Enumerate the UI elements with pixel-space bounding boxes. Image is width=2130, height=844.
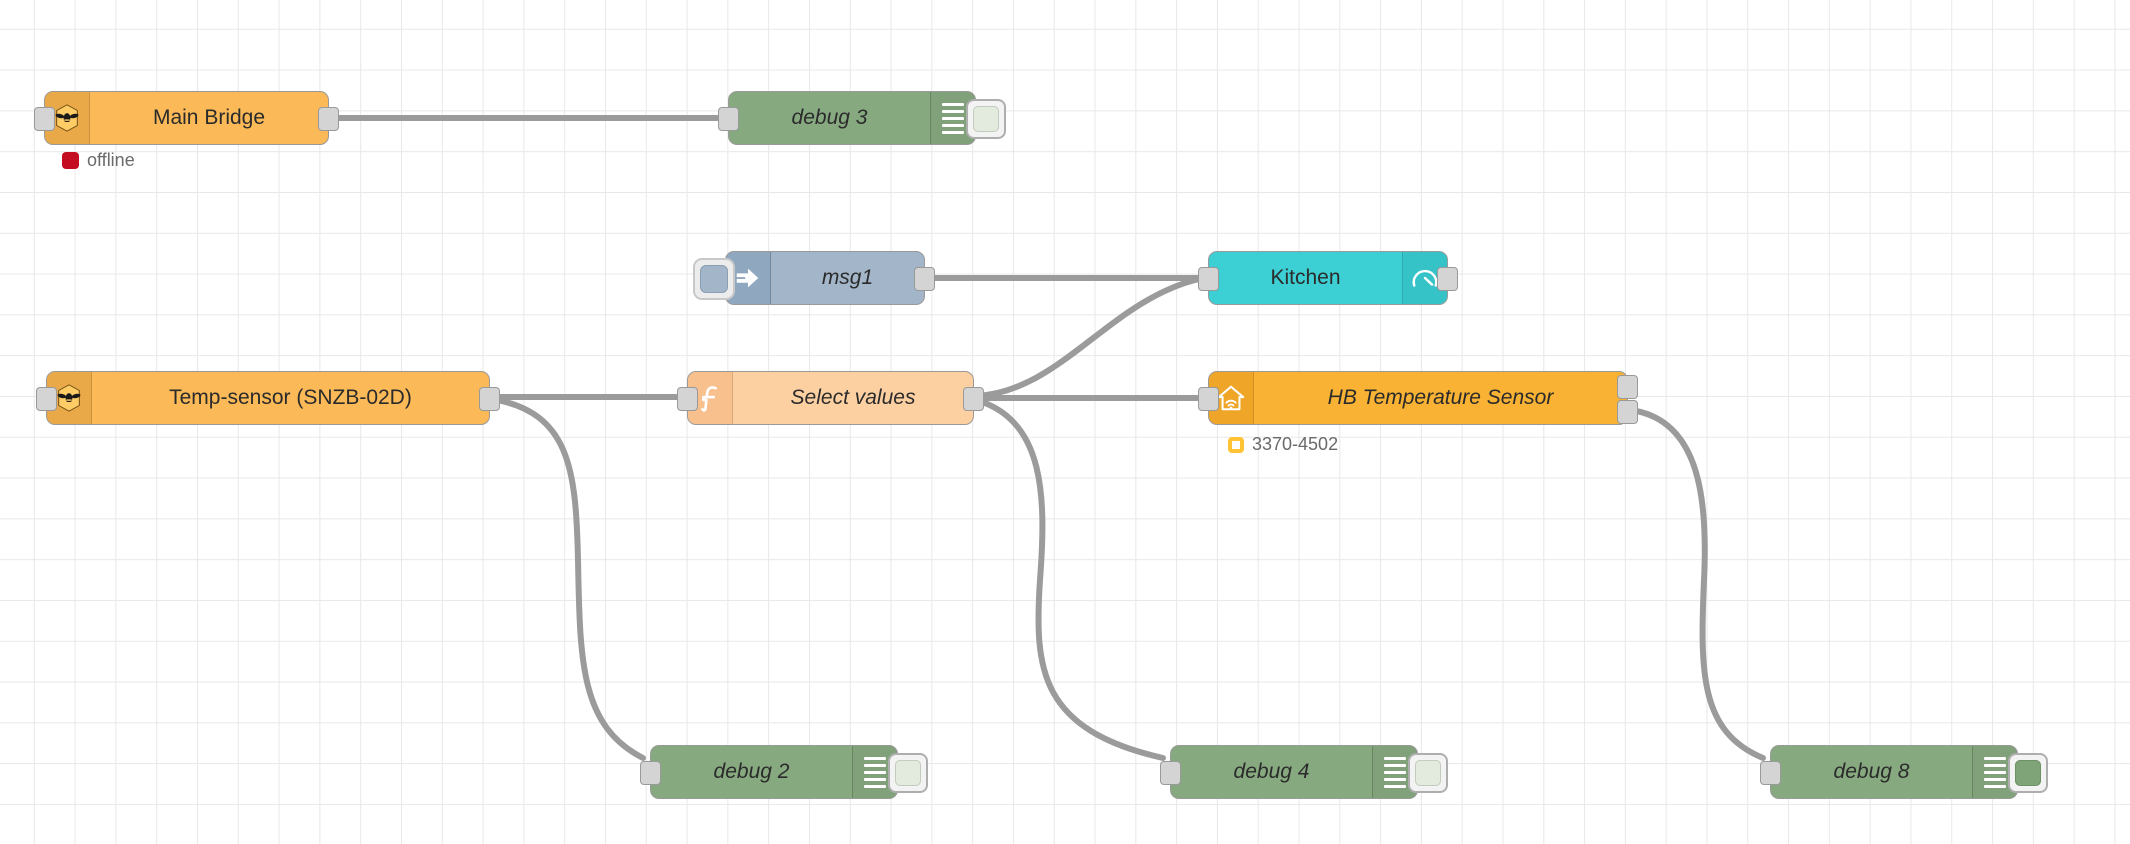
node-select-values[interactable]: Select values bbox=[677, 371, 984, 425]
status-indicator-icon bbox=[62, 152, 79, 169]
node-label: debug 2 bbox=[713, 760, 790, 783]
port-output[interactable] bbox=[479, 387, 500, 411]
debug-toggle-button[interactable] bbox=[888, 753, 928, 793]
status-text: offline bbox=[87, 150, 135, 170]
wire-hb-temperature-sensor-to-debug-8 bbox=[1628, 407, 1766, 761]
node-temp-sensor[interactable]: Temp-sensor (SNZB-02D) bbox=[36, 371, 500, 425]
status-indicator-icon bbox=[1228, 436, 1244, 453]
port-output[interactable] bbox=[963, 387, 984, 411]
wire-select-values-to-kitchen bbox=[973, 276, 1202, 399]
node-label: debug 3 bbox=[791, 106, 868, 129]
node-label: Select values bbox=[790, 386, 916, 409]
port-input[interactable] bbox=[1760, 761, 1781, 785]
port-input[interactable] bbox=[1198, 267, 1219, 291]
debug-toggle-button[interactable] bbox=[1408, 753, 1448, 793]
inject-trigger-button[interactable] bbox=[693, 258, 735, 300]
port-output-2[interactable] bbox=[1617, 400, 1638, 424]
port-output[interactable] bbox=[914, 267, 935, 291]
node-msg1[interactable]: msg1 bbox=[693, 251, 935, 305]
wire-select-values-to-debug-4 bbox=[973, 397, 1166, 761]
node-debug-2[interactable]: debug 2 bbox=[640, 745, 928, 799]
node-hb-temperature-sensor[interactable]: HB Temperature Sensor bbox=[1198, 371, 1638, 425]
node-label: msg1 bbox=[821, 266, 874, 289]
port-input[interactable] bbox=[1160, 761, 1181, 785]
node-debug-3[interactable]: debug 3 bbox=[718, 91, 1006, 145]
port-output-1[interactable] bbox=[1617, 375, 1638, 399]
node-kitchen[interactable]: Kitchen bbox=[1198, 251, 1458, 305]
node-label: debug 8 bbox=[1833, 760, 1910, 783]
node-label: Main Bridge bbox=[152, 106, 266, 129]
port-input[interactable] bbox=[718, 107, 739, 131]
debug-toggle-button[interactable] bbox=[966, 99, 1006, 139]
port-input[interactable] bbox=[34, 107, 55, 131]
node-label: HB Temperature Sensor bbox=[1327, 386, 1554, 409]
node-debug-4[interactable]: debug 4 bbox=[1160, 745, 1448, 799]
node-label: debug 4 bbox=[1233, 760, 1310, 783]
status-text: 3370-4502 bbox=[1252, 434, 1339, 454]
node-debug-8[interactable]: debug 8 bbox=[1760, 745, 2048, 799]
status-hb-temperature-sensor: 3370-4502 bbox=[1228, 434, 1338, 455]
port-output[interactable] bbox=[318, 107, 339, 131]
port-input[interactable] bbox=[36, 387, 57, 411]
debug-toggle-button[interactable] bbox=[2008, 753, 2048, 793]
wire-temp-sensor-to-debug-2 bbox=[489, 396, 646, 761]
port-output[interactable] bbox=[1437, 267, 1458, 291]
node-main-bridge[interactable]: Main Bridge bbox=[34, 91, 339, 145]
port-input[interactable] bbox=[640, 761, 661, 785]
port-input[interactable] bbox=[1198, 387, 1219, 411]
node-label: Kitchen bbox=[1270, 266, 1341, 289]
node-label: Temp-sensor (SNZB-02D) bbox=[169, 386, 412, 409]
port-input[interactable] bbox=[677, 387, 698, 411]
status-main-bridge: offline bbox=[62, 150, 135, 171]
